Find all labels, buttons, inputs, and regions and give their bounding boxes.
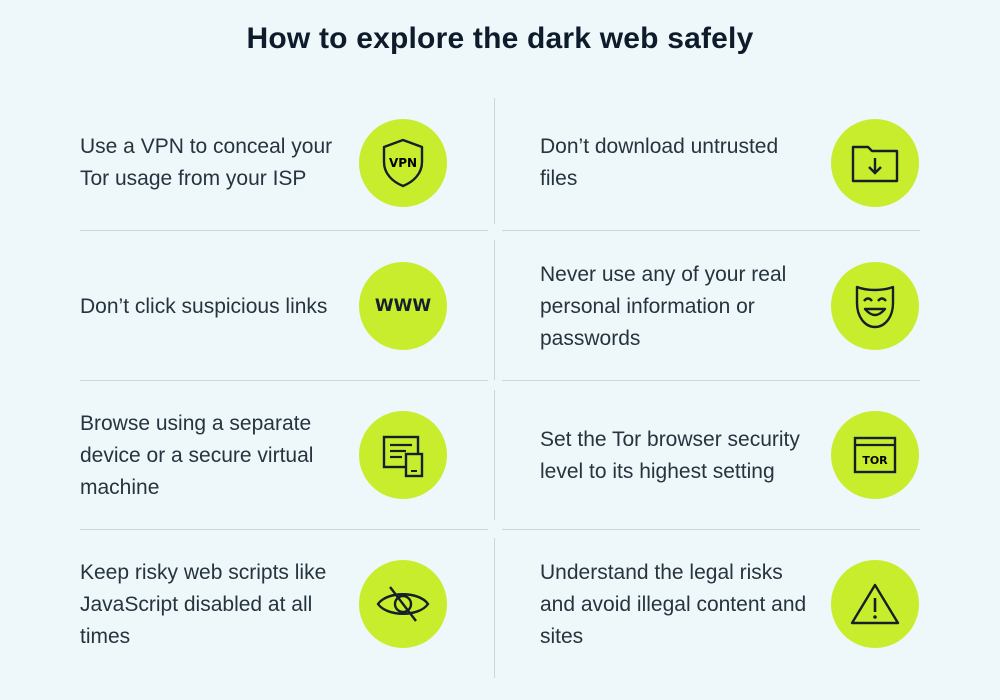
tip-legal-risks: Understand the legal risks and avoid ill… <box>540 530 920 680</box>
tip-downloads: Don’t download untrusted files <box>540 88 920 238</box>
row-divider <box>502 529 920 530</box>
tip-links: Don’t click suspicious links <box>80 232 488 382</box>
mask-icon <box>831 262 919 350</box>
warning-icon <box>831 560 919 648</box>
row-divider <box>80 230 488 231</box>
svg-text:VPN: VPN <box>389 156 417 170</box>
column-divider <box>494 240 495 380</box>
row-divider <box>80 529 488 530</box>
tip-text: Browse using a separate device or a secu… <box>80 412 314 499</box>
folder-download-icon <box>831 119 919 207</box>
tip-text: Don’t click suspicious links <box>80 295 328 318</box>
tip-scripts: Keep risky web scripts like JavaScript d… <box>80 530 488 680</box>
tip-text: Use a VPN to conceal your Tor usage from… <box>80 135 333 190</box>
tip-text: Understand the legal risks and avoid ill… <box>540 561 807 648</box>
column-divider <box>494 538 495 678</box>
row-divider <box>502 380 920 381</box>
tip-text: Keep risky web scripts like JavaScript d… <box>80 561 327 648</box>
tip-text: Set the Tor browser security level to it… <box>540 428 800 483</box>
row-divider <box>502 230 920 231</box>
tip-text: Never use any of your real personal info… <box>540 263 787 350</box>
tor-window-icon: TOR <box>831 411 919 499</box>
tip-personal-info: Never use any of your real personal info… <box>540 232 920 382</box>
tip-separate-device: Browse using a separate device or a secu… <box>80 381 488 531</box>
column-divider <box>494 98 495 224</box>
row-divider <box>80 380 488 381</box>
www-icon: WWW <box>359 262 447 350</box>
vpn-shield-icon: VPN <box>359 119 447 207</box>
tips-grid: Use a VPN to conceal your Tor usage from… <box>70 98 930 678</box>
svg-text:TOR: TOR <box>862 454 888 467</box>
tip-text: Don’t download untrusted files <box>540 135 779 190</box>
tip-vpn: Use a VPN to conceal your Tor usage from… <box>80 88 488 238</box>
devices-icon <box>359 411 447 499</box>
eye-crossed-icon <box>359 560 447 648</box>
page-title: How to explore the dark web safely <box>246 22 754 55</box>
column-divider <box>494 390 495 520</box>
tip-security-level: Set the Tor browser security level to it… <box>540 381 920 531</box>
